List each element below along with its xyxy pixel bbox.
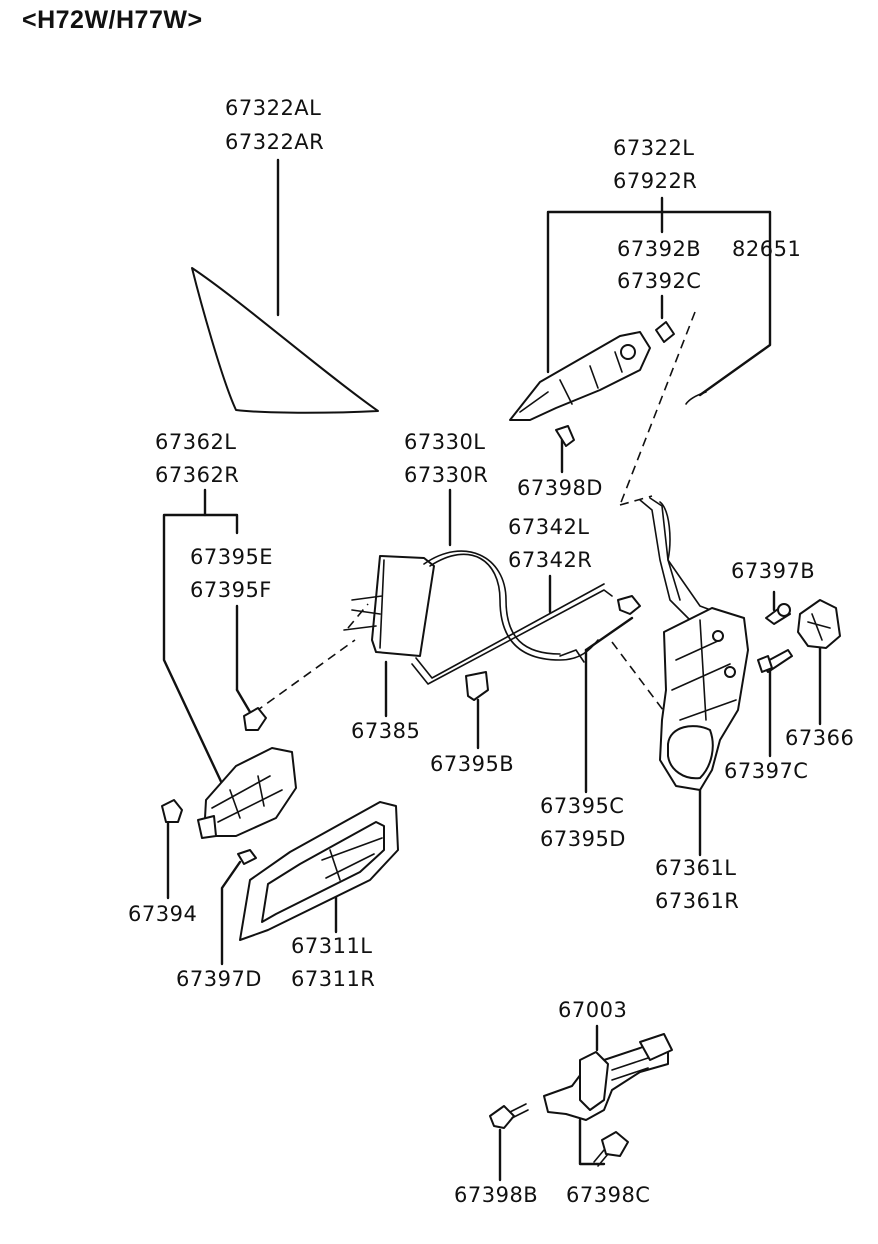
- label-67322AR[interactable]: 67322AR: [225, 130, 324, 154]
- label-67385[interactable]: 67385: [351, 719, 420, 743]
- rods-and-cables: [411, 497, 717, 685]
- label-67362R[interactable]: 67362R: [155, 463, 239, 487]
- label-67398B[interactable]: 67398B: [454, 1183, 538, 1207]
- label-67330R[interactable]: 67330R: [404, 463, 488, 487]
- label-67311L[interactable]: 67311L: [291, 934, 373, 958]
- label-67398C[interactable]: 67398C: [566, 1183, 650, 1207]
- door-latch-67361: [659, 607, 749, 791]
- label-67361R[interactable]: 67361R: [655, 889, 739, 913]
- inside-handle-assembly: [197, 747, 297, 839]
- clip-67395C: [617, 595, 641, 615]
- label-67330L[interactable]: 67330L: [404, 430, 486, 454]
- lock-box-67385: [243, 555, 435, 731]
- label-67395B[interactable]: 67395B: [430, 752, 514, 776]
- bolt-67398C: [593, 1131, 629, 1167]
- label-82651[interactable]: 82651: [732, 237, 801, 261]
- label-67397C[interactable]: 67397C: [724, 759, 808, 783]
- label-67362L[interactable]: 67362L: [155, 430, 237, 454]
- screw-67397B: [765, 603, 791, 625]
- label-67395C[interactable]: 67395C: [540, 794, 624, 818]
- bolt-67398B: [489, 1103, 529, 1129]
- label-67342L[interactable]: 67342L: [508, 515, 590, 539]
- door-glass-triangle: [191, 267, 379, 414]
- screw-67397C: [757, 649, 793, 673]
- label-67395D[interactable]: 67395D: [540, 827, 626, 851]
- label-67398D[interactable]: 67398D: [517, 476, 603, 500]
- guide-lines: [254, 311, 696, 723]
- label-67322AL[interactable]: 67322AL: [225, 96, 321, 120]
- grommet-67394: [161, 799, 183, 823]
- label-67361L[interactable]: 67361L: [655, 856, 737, 880]
- label-67311R[interactable]: 67311R: [291, 967, 375, 991]
- label-67397B[interactable]: 67397B: [731, 559, 815, 583]
- diagram-title: <H72W/H77W>: [22, 6, 203, 34]
- label-67395F[interactable]: 67395F: [190, 578, 272, 602]
- outside-handle: [509, 321, 707, 421]
- label-67922R[interactable]: 67922R: [613, 169, 697, 193]
- label-67392B[interactable]: 67392B: [617, 237, 701, 261]
- clip-67395B: [465, 671, 489, 701]
- label-67342R[interactable]: 67342R: [508, 548, 592, 572]
- label-67392C[interactable]: 67392C: [617, 269, 701, 293]
- label-67322L[interactable]: 67322L: [613, 136, 695, 160]
- label-67394[interactable]: 67394: [128, 902, 197, 926]
- label-67366[interactable]: 67366: [785, 726, 854, 750]
- screw-67397D: [237, 849, 257, 865]
- label-67397D[interactable]: 67397D: [176, 967, 262, 991]
- label-67395E[interactable]: 67395E: [190, 545, 273, 569]
- escutcheon-67311: [239, 801, 399, 941]
- screw-67398D: [555, 425, 575, 447]
- leader-lines: [162, 158, 822, 1182]
- label-67003[interactable]: 67003: [558, 998, 627, 1022]
- striker-67366: [797, 599, 841, 649]
- door-check-67003: [543, 1033, 673, 1121]
